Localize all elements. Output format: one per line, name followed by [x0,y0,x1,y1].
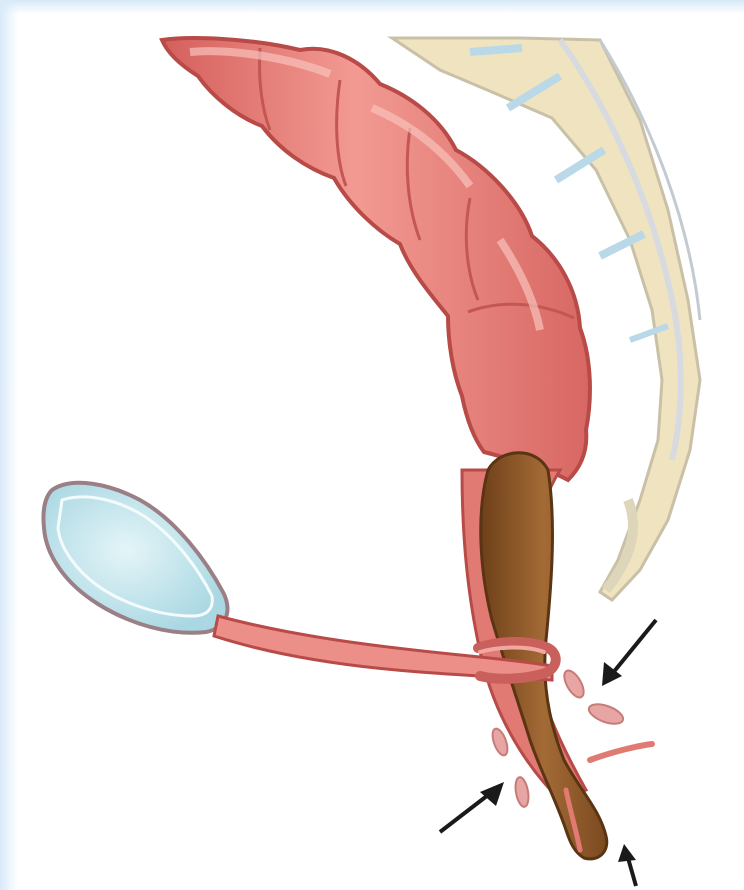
spine-disc [470,48,522,52]
sphincter-fragment [513,776,530,808]
lower-left-arrow-icon [440,782,504,832]
sphincter-fragment [586,700,625,727]
sphincter-fragment [490,727,511,757]
anal-canal [590,744,652,760]
bladder [43,483,227,633]
bottom-arrow-icon [618,844,636,886]
upper-right-arrow-icon [602,620,656,686]
sphincter-fragment [560,668,587,701]
